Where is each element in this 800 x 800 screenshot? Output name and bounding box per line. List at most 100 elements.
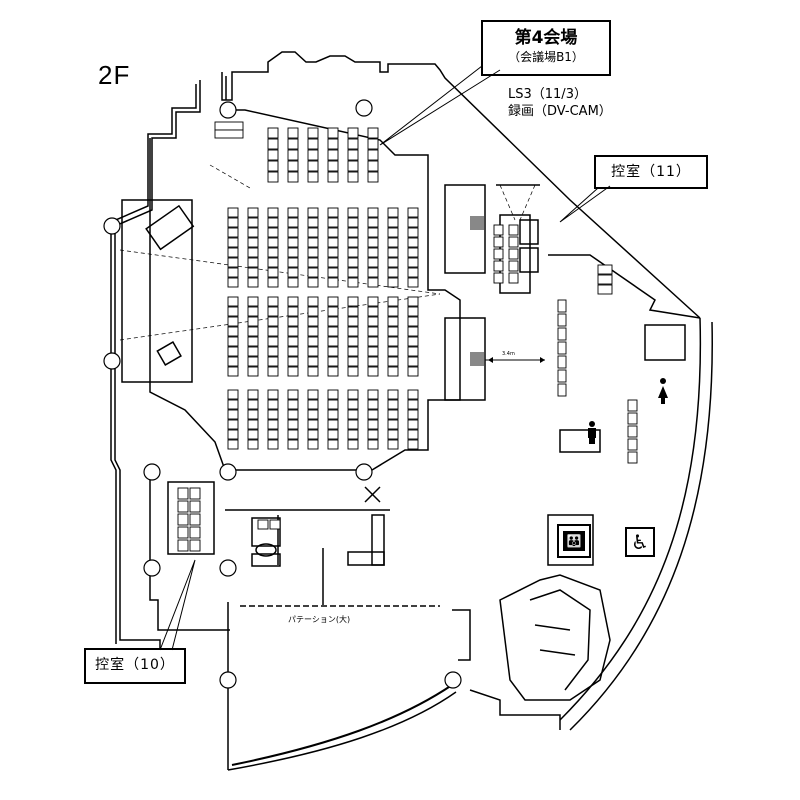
seat <box>367 127 379 139</box>
seat <box>327 296 339 307</box>
seat <box>247 267 259 278</box>
seat <box>287 138 299 150</box>
seat <box>267 237 279 248</box>
seat <box>327 257 339 268</box>
seat <box>627 399 638 412</box>
seat <box>508 236 519 248</box>
waiting-room-11-label: 控室（11） <box>611 164 691 180</box>
seat <box>247 429 259 440</box>
seat <box>267 429 279 440</box>
seat <box>267 356 279 367</box>
seat <box>493 236 504 248</box>
seat <box>387 346 399 357</box>
room-11 <box>548 254 701 319</box>
seat <box>267 149 279 161</box>
seat <box>387 439 399 450</box>
seat <box>287 336 299 347</box>
seat <box>267 207 279 218</box>
seat <box>407 409 419 420</box>
seat <box>597 264 613 275</box>
seat <box>307 316 319 327</box>
seat <box>367 207 379 218</box>
seat <box>347 439 359 450</box>
seat <box>347 306 359 317</box>
seat <box>347 316 359 327</box>
seat <box>307 149 319 161</box>
seat <box>407 346 419 357</box>
seat <box>227 237 239 248</box>
seat <box>327 409 339 420</box>
seat <box>307 389 319 400</box>
seat <box>287 419 299 430</box>
seat <box>247 336 259 347</box>
seat <box>227 296 239 307</box>
seat <box>267 316 279 327</box>
seat <box>327 306 339 317</box>
seat <box>307 326 319 337</box>
seat <box>177 513 189 526</box>
seat <box>287 160 299 172</box>
seat <box>407 366 419 377</box>
seat <box>247 296 259 307</box>
seat <box>247 306 259 317</box>
seat <box>597 284 613 295</box>
seat <box>327 346 339 357</box>
seat <box>347 346 359 357</box>
seat <box>367 277 379 288</box>
seat <box>387 419 399 430</box>
seat <box>287 439 299 450</box>
west-wall <box>114 80 201 680</box>
seat <box>257 519 269 530</box>
seat <box>227 429 239 440</box>
seat <box>508 248 519 260</box>
seat <box>387 306 399 317</box>
seat <box>367 160 379 172</box>
seat <box>177 526 189 539</box>
seat <box>407 326 419 337</box>
seat <box>407 227 419 238</box>
seat <box>227 267 239 278</box>
seat <box>267 399 279 410</box>
seat <box>627 412 638 425</box>
seat <box>327 326 339 337</box>
seat <box>327 399 339 410</box>
seat <box>387 336 399 347</box>
seat <box>627 451 638 464</box>
seat <box>247 277 259 288</box>
seat <box>407 336 419 347</box>
seat <box>407 247 419 258</box>
distance-label: 3.4m <box>502 351 515 357</box>
seat <box>367 346 379 357</box>
seat <box>247 217 259 228</box>
women-restroom-icon <box>658 378 668 404</box>
waiting-room-10-label: 控室（10） <box>95 657 175 673</box>
seat <box>407 439 419 450</box>
seat <box>327 160 339 172</box>
seat <box>347 217 359 228</box>
seat <box>267 439 279 450</box>
seat <box>227 217 239 228</box>
seat <box>227 366 239 377</box>
seat <box>407 267 419 278</box>
seat <box>227 326 239 337</box>
seat <box>347 296 359 307</box>
seat <box>387 267 399 278</box>
seat <box>177 487 189 500</box>
seat <box>387 399 399 410</box>
seat <box>327 237 339 248</box>
seat <box>267 267 279 278</box>
seat <box>557 355 567 369</box>
seat <box>287 366 299 377</box>
seat <box>247 207 259 218</box>
seat <box>287 389 299 400</box>
seat <box>287 326 299 337</box>
staircase <box>499 574 611 701</box>
seat <box>267 171 279 183</box>
seat <box>307 217 319 228</box>
seat <box>287 429 299 440</box>
seat <box>287 171 299 183</box>
session-info: LS3（11/3） 録画（DV-CAM） <box>508 86 612 120</box>
seat <box>557 327 567 341</box>
seat <box>493 248 504 260</box>
seat <box>407 389 419 400</box>
